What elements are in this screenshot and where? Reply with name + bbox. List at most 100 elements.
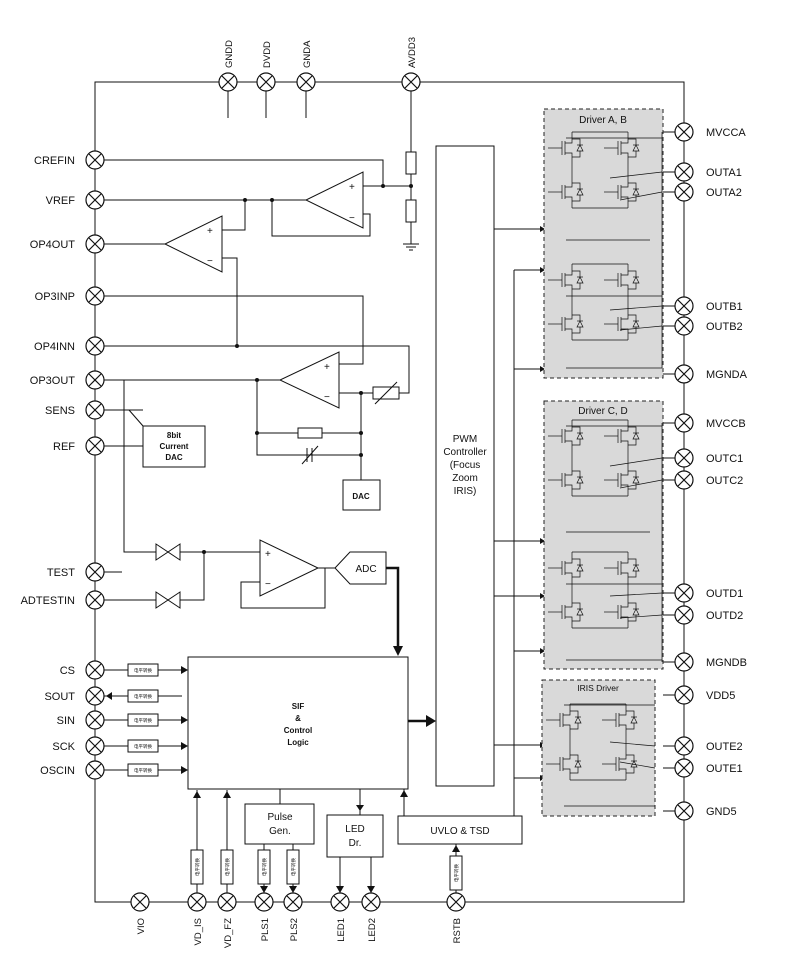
top-pin-gnda: GNDA xyxy=(296,40,316,118)
pin-label: MVCCB xyxy=(706,418,746,430)
pin-led2: LED2 xyxy=(361,892,381,942)
pin-sin: SIN xyxy=(57,710,105,730)
pin-label-gndd: GNDD xyxy=(224,40,235,68)
pwm-block: PWM Controller (Focus Zoom IRIS) xyxy=(435,145,495,787)
pin-label: OSCIN xyxy=(40,765,75,777)
pin-pls2: PLS2 xyxy=(283,892,303,941)
level-shifter-label: 电平转换 xyxy=(134,767,152,774)
pin-label: VIO xyxy=(136,918,147,934)
pin-sens: SENS xyxy=(45,400,105,420)
svg-text:+: + xyxy=(324,362,330,373)
pin-mvccb: MVCCB xyxy=(674,413,746,433)
pin-label-dvdd: DVDD xyxy=(262,41,273,68)
adc-label: ADC xyxy=(355,564,376,575)
pin-label: VD_IS xyxy=(193,918,204,945)
pin-label: OUTD2 xyxy=(706,610,743,622)
opamp-adc: + − xyxy=(240,539,326,609)
dac-block: DAC xyxy=(342,479,381,511)
pwm-line2: Controller xyxy=(443,447,487,458)
pin-mvcca: MVCCA xyxy=(674,122,746,142)
pin-cs: CS xyxy=(60,660,105,680)
adc-block: ADC xyxy=(334,551,387,585)
svg-text:−: − xyxy=(349,213,355,224)
pin-oscin: OSCIN xyxy=(40,760,105,780)
pin-label: ADTESTIN xyxy=(21,595,75,607)
pin-label: PLS1 xyxy=(260,918,271,941)
dac8-line1: 8bit xyxy=(167,431,182,440)
pwm-line5: IRIS) xyxy=(454,486,477,497)
sif-line2: & xyxy=(295,714,301,723)
driver-iris-label: IRIS Driver xyxy=(577,683,619,693)
driver-cd-label: Driver C, D xyxy=(578,406,627,417)
pin-outd2: OUTD2 xyxy=(674,605,743,625)
driver-iris: IRIS Driver xyxy=(541,679,656,817)
opamp-op4: + − xyxy=(163,200,246,346)
driver-ab: Driver A, B xyxy=(543,108,664,379)
top-pin-avdd3: AVDD3 xyxy=(401,37,421,251)
pin-label: OUTC2 xyxy=(706,475,743,487)
pin-ref: REF xyxy=(53,436,105,456)
pin-label: OUTC1 xyxy=(706,453,743,465)
pin-outa1: OUTA1 xyxy=(674,162,742,182)
chip-outline xyxy=(94,81,685,903)
led-line1: LED xyxy=(345,824,364,835)
pin-label: OP3INP xyxy=(35,291,75,303)
level-shifter-label: 电平转换 xyxy=(261,858,268,876)
pin-op3out: OP3OUT xyxy=(30,370,105,390)
pin-label: OUTE1 xyxy=(706,763,743,775)
driver-cd: Driver C, D xyxy=(543,400,664,670)
pin-label: TEST xyxy=(47,567,75,579)
sif-block: SIF & Control Logic xyxy=(187,656,409,790)
pin-label: VDD5 xyxy=(706,690,735,702)
level-shifter-label: 电平转换 xyxy=(134,667,152,674)
pin-oute1: OUTE1 xyxy=(674,758,743,778)
pin-vd-is: VD_IS xyxy=(187,892,207,945)
uvlo-block: UVLO & TSD xyxy=(397,815,523,845)
pin-label: LED2 xyxy=(367,918,378,942)
pin-label: OUTD1 xyxy=(706,588,743,600)
pin-op3inp: OP3INP xyxy=(35,286,105,306)
pin-op4inn: OP4INN xyxy=(34,336,105,356)
pin-outb2: OUTB2 xyxy=(674,316,743,336)
top-pin-gndd: GNDD xyxy=(218,40,238,118)
pwm-line4: Zoom xyxy=(452,473,478,484)
pin-oute2: OUTE2 xyxy=(674,736,743,756)
pin-label: CS xyxy=(60,665,75,677)
pin-label: OUTB2 xyxy=(706,321,743,333)
pin-outb1: OUTB1 xyxy=(674,296,743,316)
svg-text:−: − xyxy=(207,256,213,267)
pin-mgndb: MGNDB xyxy=(674,652,747,672)
pin-label: SENS xyxy=(45,405,75,417)
pin-label: OP3OUT xyxy=(30,375,76,387)
pulse-line1: Pulse xyxy=(267,812,292,823)
pin-vdd5: VDD5 xyxy=(674,685,735,705)
svg-text:+: + xyxy=(265,549,271,560)
level-shifter-label: 电平转换 xyxy=(194,858,201,876)
pin-label: SCK xyxy=(52,741,75,753)
sif-line1: SIF xyxy=(292,702,305,711)
opamp-vref: + − xyxy=(271,171,371,237)
pin-label: GND5 xyxy=(706,806,737,818)
pin-label: OUTA2 xyxy=(706,187,742,199)
pin-led1: LED1 xyxy=(330,892,350,942)
svg-text:−: − xyxy=(324,392,330,403)
current-dac-block: 8bit Current DAC xyxy=(142,425,206,468)
pin-label-gnda: GNDA xyxy=(302,40,313,68)
pin-outc1: OUTC1 xyxy=(674,448,743,468)
svg-text:+: + xyxy=(349,182,355,193)
level-shifter-label: 电平转换 xyxy=(453,864,460,882)
pin-label: VD_FZ xyxy=(223,918,234,948)
pin-adtestin: ADTESTIN xyxy=(21,590,105,610)
pin-outd1: OUTD1 xyxy=(674,583,743,603)
pin-label-avdd3: AVDD3 xyxy=(407,37,418,68)
level-shifter-label: 电平转换 xyxy=(134,743,152,750)
pin-outa2: OUTA2 xyxy=(674,182,742,202)
pin-label: VREF xyxy=(46,195,76,207)
pin-mgnda: MGNDA xyxy=(674,364,748,384)
opamp-op3: + − xyxy=(278,351,340,409)
uvlo-label: UVLO & TSD xyxy=(430,826,489,837)
